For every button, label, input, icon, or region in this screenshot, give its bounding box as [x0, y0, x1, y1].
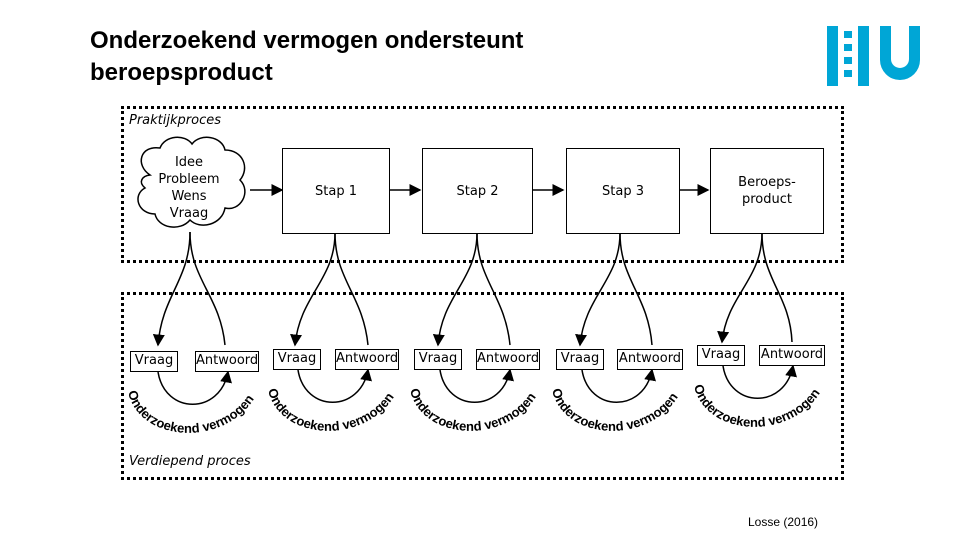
cloud-line-wens: Wens [171, 189, 207, 204]
antwoord-box-2: Antwoord [335, 349, 399, 370]
hu-logo-icon [827, 26, 920, 86]
cloud-line-vraag: Vraag [169, 206, 209, 221]
step-1-box: Stap 1 [282, 148, 390, 234]
vraag-box-4: Vraag [556, 349, 604, 370]
vraag-box-2: Vraag [273, 349, 321, 370]
antwoord-box-1: Antwoord [195, 351, 259, 372]
step-1-label: Stap 1 [315, 183, 357, 199]
arc-text-4: Onderzoekend vermogen [549, 386, 681, 434]
vraag-box-5: Vraag [697, 345, 745, 366]
product-line-1: Beroeps- [738, 175, 796, 190]
vertical-links [152, 231, 793, 347]
step-2-box: Stap 2 [422, 148, 533, 234]
verdiepend-proces-label: Verdiepend proces [129, 454, 251, 469]
cloud-line-probleem: Probleem [158, 172, 220, 187]
research-loops [157, 364, 797, 405]
step-2-label: Stap 2 [456, 183, 499, 199]
arc-text-5: Onderzoekend vermogen [691, 382, 823, 430]
cloud-line-idee: Idee [174, 155, 204, 170]
arc-text-1: Onderzoekend vermogen [125, 388, 257, 436]
arc-text-3: Onderzoekend vermogen [407, 386, 539, 434]
beroepsproduct-label: Beroeps- product [738, 174, 796, 208]
verdiepend-proces-frame [121, 292, 844, 480]
antwoord-box-3: Antwoord [476, 349, 540, 370]
cloud-text: Idee Probleem Wens Vraag [146, 154, 232, 222]
vraag-box-3: Vraag [414, 349, 462, 370]
slide-title: Onderzoekend vermogen ondersteunt beroep… [90, 27, 524, 86]
arc-text-2: Onderzoekend vermogen [265, 386, 397, 434]
product-line-2: product [741, 192, 792, 207]
source-citation: Losse (2016) [748, 515, 819, 529]
step-3-label: Stap 3 [602, 183, 644, 199]
beroepsproduct-box: Beroeps- product [710, 148, 824, 234]
antwoord-box-4: Antwoord [617, 349, 683, 370]
praktijkproces-frame [121, 106, 844, 263]
vraag-box-1: Vraag [130, 351, 178, 372]
step-3-box: Stap 3 [566, 148, 680, 234]
praktijkproces-label: Praktijkproces [129, 113, 221, 128]
cloud-shape [137, 136, 246, 228]
antwoord-box-5: Antwoord [759, 345, 825, 366]
